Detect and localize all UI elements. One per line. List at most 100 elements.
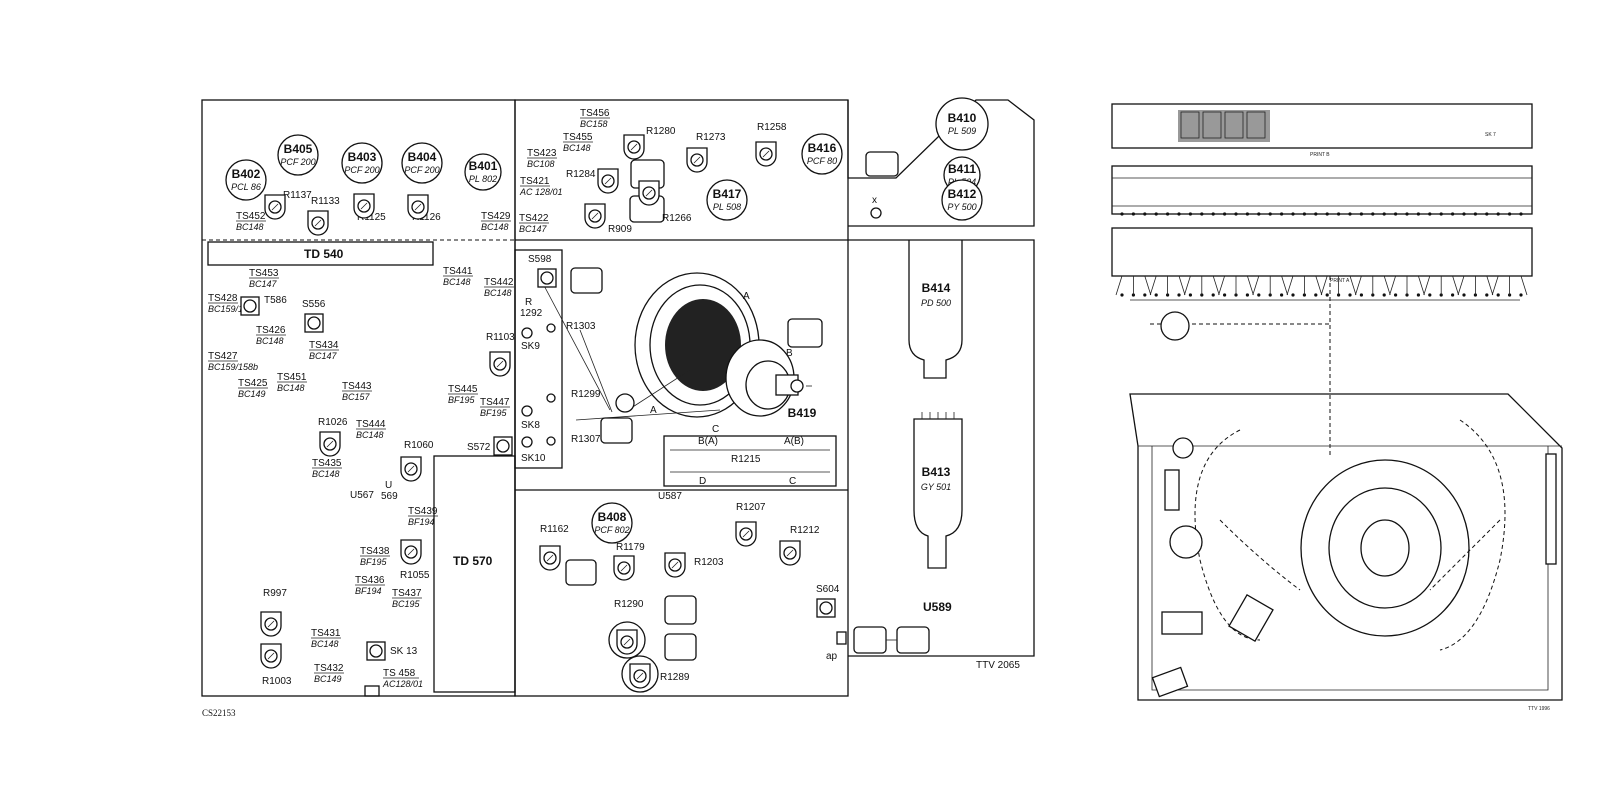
transistor-type: BC159/158b [208, 362, 258, 372]
resistor-r1273: R1273 [686, 132, 726, 173]
transistor-type: AC 128/01 [519, 187, 563, 197]
resistor-r1026: R1026 [318, 417, 348, 457]
resistor-ref: R1289 [660, 672, 690, 683]
transistor-ref: TS442 [484, 277, 514, 288]
print-a-label: PRINT A [1330, 278, 1350, 284]
transistor-type: BC148 [311, 639, 339, 649]
resistor-r1307: R1307 [571, 434, 601, 445]
transistor-ref: TS427 [208, 351, 238, 362]
resistor-r997: R997 [260, 588, 287, 637]
transistor-type: AC128/01 [382, 679, 423, 689]
resistor-r1126: R1126 [407, 194, 441, 223]
resistor-ref: R1203 [694, 557, 724, 568]
socket-s556: S556 [302, 299, 326, 333]
resistor-ref: R1026 [318, 417, 348, 428]
drawing-id-main: TTV 2065 [976, 660, 1020, 671]
transistor-type: BF194 [355, 586, 382, 596]
resistor-r1299: R1299 [571, 389, 601, 400]
transistor-type: BC147 [519, 224, 548, 234]
resistor-ref: R1284 [566, 169, 596, 180]
transistor-ref: TS 458 [383, 668, 416, 679]
transistor-ref: TS429 [481, 211, 511, 222]
resistor-ref: R1273 [696, 132, 726, 143]
resistor-r1289: R1289 [629, 663, 690, 689]
resistor-ref: R997 [263, 588, 287, 599]
transistor-ref: TS436 [355, 575, 385, 586]
resistor-r909: R909 [584, 203, 632, 235]
tube-type: PCF 802 [594, 525, 629, 535]
transistor-ref: TS439 [408, 506, 438, 517]
resistor-ref: R1133 [311, 196, 340, 207]
transistor-type: BC147 [249, 279, 278, 289]
transistor-type: BC148 [481, 222, 509, 232]
resistor-r1258: R1258 [755, 122, 787, 167]
tube-ref: B410 [948, 111, 977, 125]
tube-type: PCF 200 [404, 165, 439, 175]
socket-t586: T586 [240, 295, 287, 316]
resistor-r1137: R1137 [264, 190, 312, 220]
resistor-ref: R1126 [412, 212, 441, 223]
transistor-ref: TS428 [208, 293, 238, 304]
drawing-id-left: CS22153 [202, 708, 236, 718]
resistor-ref: R1055 [400, 570, 430, 581]
resistor-ref: R1299 [571, 389, 601, 400]
deflection-yoke-drawing [539, 272, 812, 421]
tube-ref: B403 [348, 150, 377, 164]
socket-sk13: SK 13 [366, 641, 418, 661]
tube-type: PCF 200 [344, 165, 379, 175]
socket-ref: S598 [528, 254, 552, 265]
resistor-r1055: R1055 [400, 539, 430, 581]
transistor-type: BC148 [236, 222, 264, 232]
socket-s572: S572 [467, 436, 513, 456]
tube-ref: B411 [948, 162, 976, 176]
socket-ref: S604 [816, 584, 840, 595]
tube-b413-outline [913, 418, 963, 569]
resistor-ref: R1103 [486, 332, 515, 343]
transistor-ref: TS456 [580, 108, 610, 119]
tube-ref: B401 [469, 159, 498, 173]
transistor-type: BC148 [356, 430, 384, 440]
tube-type: PL 508 [713, 202, 741, 212]
tube-ref: B412 [948, 187, 977, 201]
tube-ref: B404 [408, 150, 437, 164]
u589-label: U589 [923, 600, 952, 614]
tube-ref: B408 [598, 510, 627, 524]
transistor-type: BC148 [256, 336, 284, 346]
transistor-ref: TS425 [238, 378, 268, 389]
sk7-label: SK 7 [1485, 132, 1496, 138]
b-a-label: B(A) [698, 436, 718, 447]
transistor-ref: TS451 [277, 372, 307, 383]
resistor-ref: R1258 [757, 122, 787, 133]
resistor-ref: R1212 [790, 525, 820, 536]
tube-ref: B405 [284, 142, 313, 156]
tube-ref: B414 [922, 281, 951, 295]
resistor-ref: R909 [608, 224, 632, 235]
transistor-type: BC147 [309, 351, 338, 361]
transistor-type: BF194 [408, 517, 435, 527]
transistor-type: BC157 [342, 392, 371, 402]
transistor-ref: TS421 [520, 176, 550, 187]
tube-type: GY 501 [921, 482, 951, 492]
resistor-ref: R1280 [646, 126, 676, 137]
transistor-ref: TS434 [309, 340, 339, 351]
tube-type: PD 500 [921, 298, 951, 308]
